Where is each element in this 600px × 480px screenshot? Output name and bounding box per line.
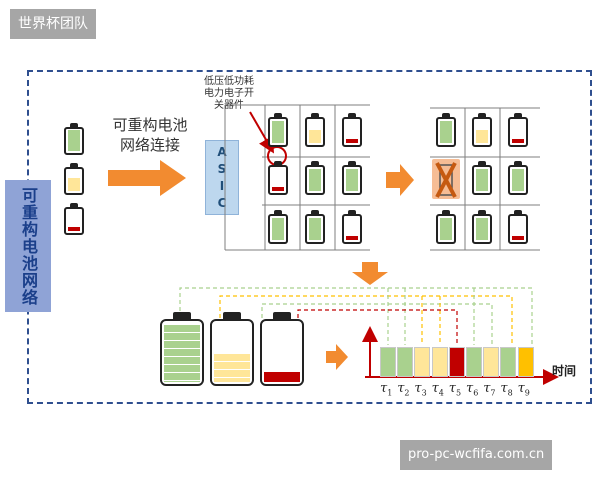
time-slot [483, 347, 500, 377]
battery-low [342, 210, 362, 244]
tau-label: τ8 [500, 381, 513, 398]
asic-letter: C [217, 195, 227, 210]
arrow-right-1 [108, 160, 186, 196]
large-battery-half [210, 312, 254, 386]
battery-full [472, 210, 492, 244]
tau-label: τ3 [414, 381, 427, 398]
battery-full [268, 210, 288, 244]
tau-label: τ2 [397, 381, 410, 398]
arrow-right-3 [326, 344, 348, 370]
battery-half [472, 113, 492, 147]
step-label: 可重构电池 网络连接 [112, 116, 188, 154]
battery-full [342, 161, 362, 195]
tau-label: τ1 [380, 381, 393, 398]
tau-label: τ6 [466, 381, 479, 398]
battery-full [268, 113, 288, 147]
time-slot [466, 347, 482, 377]
large-battery-full [160, 312, 204, 386]
battery-full [436, 113, 456, 147]
asic-block: A S I C [205, 140, 239, 215]
battery-full [305, 210, 325, 244]
battery-low [342, 113, 362, 147]
battery-half [305, 113, 325, 147]
battery-full [472, 161, 492, 195]
battery-low [508, 113, 528, 147]
time-slot [414, 347, 431, 377]
tau-label: τ9 [517, 381, 530, 398]
tau-label: τ4 [431, 381, 444, 398]
bypass-cross-icon [435, 162, 457, 198]
time-slot [431, 347, 448, 377]
large-battery-low [260, 312, 304, 386]
tau-label: τ7 [483, 381, 496, 398]
time-slot [397, 347, 414, 377]
battery-low [508, 210, 528, 244]
asic-letter: S [217, 162, 227, 177]
watermark-bottom: pro-pc-wcfifa.com.cn [400, 440, 553, 470]
battery-low [268, 161, 288, 195]
time-slot [517, 347, 534, 377]
side-title: 可重构电池网络 [5, 180, 51, 312]
time-slot [448, 347, 465, 377]
battery-half [64, 163, 84, 195]
battery-full [64, 123, 84, 155]
asic-letter: A [217, 145, 227, 160]
arrow-right-2 [386, 164, 414, 196]
time-axis-label: 时间 [552, 364, 577, 378]
battery-full [436, 210, 456, 244]
battery-full [305, 161, 325, 195]
battery-full [508, 161, 528, 195]
arrow-down [352, 262, 388, 285]
battery-low [64, 203, 84, 235]
battery-bypassed [432, 159, 460, 199]
time-slot [500, 347, 517, 377]
watermark-top: 世界杯团队 [10, 9, 96, 39]
time-slot [380, 347, 396, 377]
tau-label: τ5 [448, 381, 462, 398]
asic-letter: I [219, 178, 225, 193]
